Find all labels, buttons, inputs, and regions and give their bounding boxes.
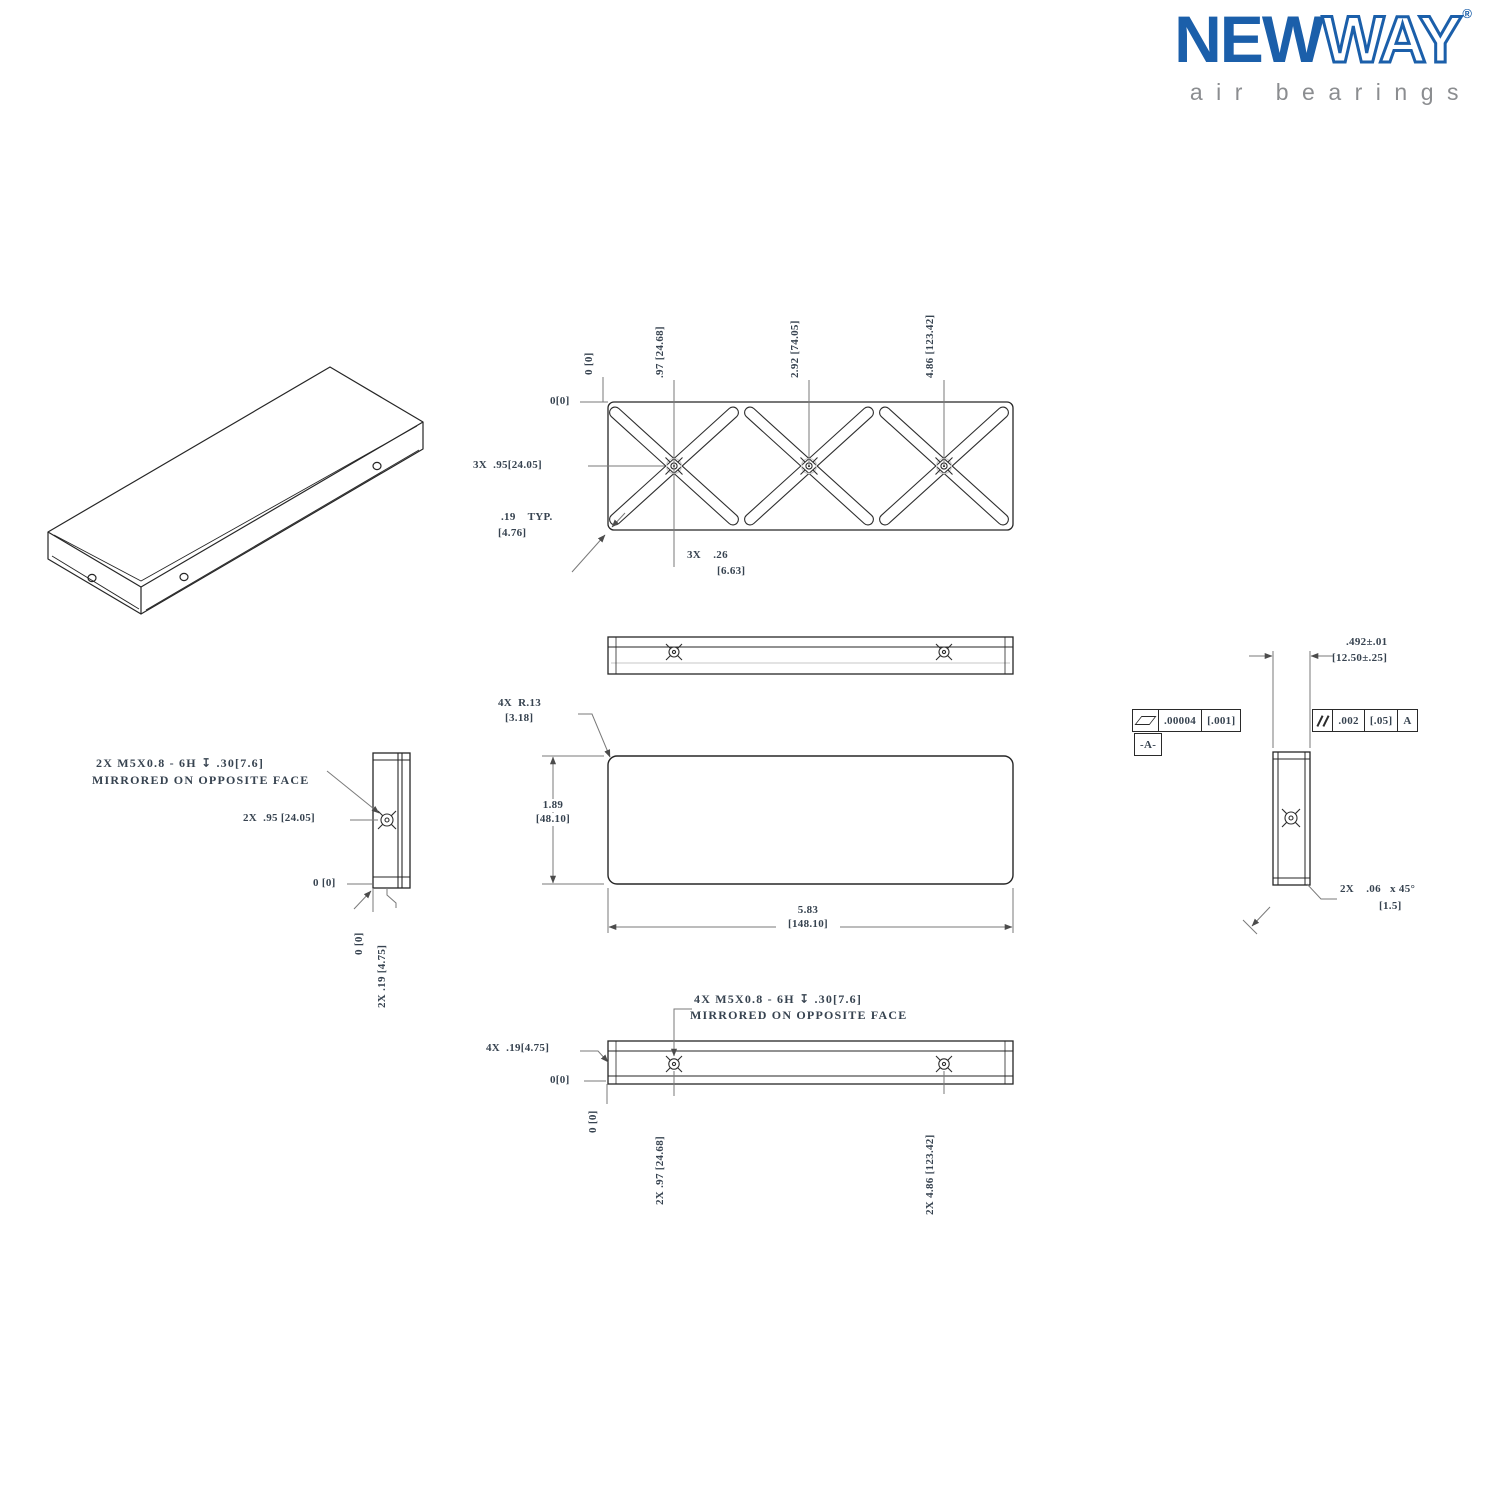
left-thread-note-line2: MIRRORED ON OPPOSITE FACE [92,773,310,787]
right-chamfer-line1: 2X .06 x 45° [1340,883,1416,895]
top-view-dimension-lines [571,377,945,573]
top-dim-pocket1: .97 [24.68] [654,326,666,378]
bottom-thread-note-line1: 4X M5X0.8 - 6H ↧ .30[7.6] [694,992,863,1006]
top-groove-width-label-line1: .19 TYP. [501,511,553,523]
parallelism-callout: .002 [.05] A [1312,709,1418,732]
pocket-x-groove-1 [609,406,739,526]
front-view [542,713,1014,933]
upper-side-strip-view [607,636,1014,675]
top-orifice-label-line2: [6.63] [717,565,746,577]
logo-new-text: NEW [1174,2,1324,76]
front-width-mm: [148.10] [776,918,840,931]
iso-side-hole-2 [372,461,382,471]
right-view-dimension-lines [1242,651,1337,935]
right-view-hole [1281,808,1301,828]
bottom-thread-note-line2: MIRRORED ON OPPOSITE FACE [690,1008,908,1022]
top-dim-pocket3: 4.86 [123.42] [924,314,936,378]
top-zero-label: 0[0] [550,395,570,407]
right-thickness-in: .492±.01 [1346,636,1388,648]
top-pocket-position-label: 3X .95[24.05] [473,459,542,471]
front-height-mm: [48.10] [524,813,582,826]
bottom-dim-zero: 0 [0] [587,1110,599,1133]
top-orifice-label-line1: 3X .26 [687,549,728,561]
front-height-in: 1.89 [528,799,578,812]
iso-end-hole [87,573,97,583]
top-view [571,377,1014,573]
flatness-icon [1134,716,1157,725]
top-groove-width-label-line2: [4.76] [498,527,527,539]
pocket-x-groove-3 [879,406,1009,526]
bottom-zero-label: 0[0] [550,1074,570,1086]
left-side-view [326,752,411,912]
bottom-hole-2 [935,1055,953,1073]
right-side-view [1242,651,1337,935]
parallelism-datum: A [1397,710,1416,731]
bottom-strip-view [580,1008,1014,1104]
bottom-dim-hole2: 2X 4.86 [123.42] [924,1134,936,1215]
left-view-hole [377,810,397,830]
left-dim-hole-depth: 2X .19 [4.75] [376,944,388,1008]
left-thread-note-line1: 2X M5X0.8 - 6H ↧ .30[7.6] [96,756,265,770]
logo-tagline: air bearings [1189,79,1472,105]
flatness-callout: .00004 [.001] [1132,709,1242,732]
top-dim-zero: 0 [0] [583,352,595,375]
strip-hole-2 [935,643,953,661]
parallelism-value: .002 [1332,710,1363,731]
bottom-hole-offset-label: 4X .19[4.75] [486,1042,550,1054]
front-width-in: 5.83 [797,904,819,916]
bottom-view-dimension-lines [580,1008,945,1104]
bottom-dim-hole1: 2X .97 [24.68] [654,1136,666,1205]
left-hole-height-label: 2X .95 [24.05] [243,812,316,824]
flatness-value: .00004 [1158,710,1201,731]
logo-way-text: WAY [1321,2,1464,76]
front-corner-radius-line2: [3.18] [505,712,534,724]
right-chamfer-line2: [1.5] [1379,900,1402,912]
logo-registered-mark: ® [1462,6,1472,21]
datum-a-box: -A- [1134,733,1163,756]
front-corner-radius-line1: 4X R.13 [498,697,542,709]
left-view-dimension-lines [326,770,397,912]
parallelism-icon [1316,714,1329,727]
iso-side-hole-1 [179,572,189,582]
isometric-view [47,366,424,615]
left-zero-label: 0 [0] [313,877,336,889]
pocket-x-groove-2 [744,406,874,526]
right-thickness-mm: [12.50±.25] [1332,652,1388,664]
front-view-dimension-lines [542,713,1014,933]
flatness-mm: [.001] [1201,710,1240,731]
bottom-hole-1 [665,1055,683,1073]
top-dim-pocket2: 2.92 [74.05] [789,320,801,378]
left-dim-zero: 0 [0] [353,932,365,955]
parallelism-mm: [.05] [1363,710,1398,731]
strip-hole-1 [665,643,683,661]
datum-a-label: -A- [1140,738,1157,751]
